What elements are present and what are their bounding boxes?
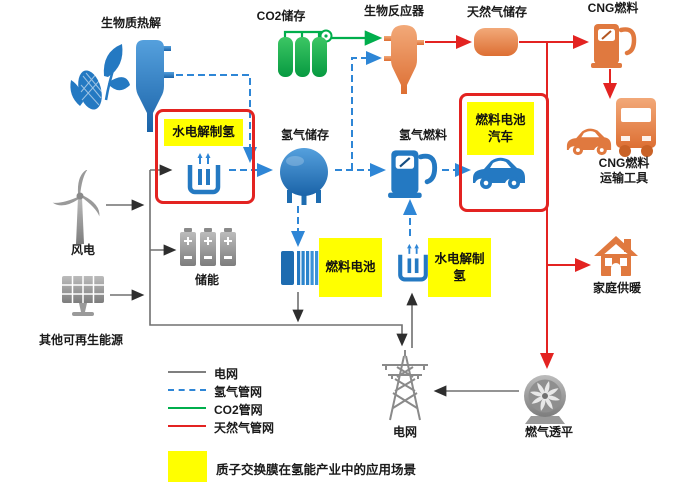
legend-label-grid: 电网 <box>214 367 239 381</box>
highlight-label-electrolysis-bottom: 水电解制 氢 <box>428 238 491 297</box>
label-co2-storage: CO2储存 <box>256 9 306 23</box>
cng-truck-icon <box>612 96 660 158</box>
fcv-label-line1: 燃料电池 <box>475 113 526 128</box>
label-energy-storage: 储能 <box>194 273 219 287</box>
cng-vehicles-line1: CNG燃料 <box>598 156 650 170</box>
label-other-renewables: 其他可再生能源 <box>38 333 123 347</box>
legend-label-hydrogen: 氢气管网 <box>214 385 263 399</box>
wire-h2line-to-bioreactor <box>351 51 382 170</box>
fuel-cell-label-text: 燃料电池 <box>325 260 376 275</box>
cng-fuel-pump-icon <box>591 20 637 68</box>
label-wind-power: 风电 <box>70 243 95 257</box>
wire-pyrolysis-to-h2line <box>176 74 257 163</box>
hydrogen-fuel-pump-icon <box>388 146 438 198</box>
pyrolysis-reactor-icon <box>126 36 174 138</box>
bioreactor-icon <box>384 20 424 100</box>
gas-turbine-icon <box>521 370 569 426</box>
fuel-cell-stack-icon <box>281 248 321 288</box>
wire-bus-to-grid-tower <box>149 170 408 347</box>
fuel-cell-car-icon <box>470 150 528 190</box>
highlight-label-electrolysis: 水电解制氢 <box>164 119 243 146</box>
cng-car-icon <box>564 122 614 156</box>
label-natural-gas-storage: 天然气储存 <box>466 5 527 19</box>
highlight-label-fuel-cell: 燃料电池 <box>319 238 382 297</box>
legend-label-co2: CO2管网 <box>214 403 263 417</box>
electrolysis-label-text: 水电解制氢 <box>172 125 235 140</box>
co2-cylinders-icon <box>276 24 334 82</box>
highlight-box-fuel-cell-vehicle <box>459 93 549 212</box>
solar-panel-icon <box>60 274 106 320</box>
label-biomass-pyrolysis: 生物质热解 <box>100 16 161 30</box>
wind-turbine-icon <box>50 169 110 248</box>
electrolysis-cell-icon <box>181 149 227 199</box>
legend-highlight-note: 质子交换膜在氢能产业中的应用场景 <box>216 463 417 477</box>
battery-storage-icon <box>180 228 236 268</box>
biomass-crop-icon <box>68 40 132 118</box>
transmission-tower-icon <box>378 348 432 422</box>
label-bioreactor: 生物反应器 <box>363 4 424 18</box>
legend-highlight-swatch <box>168 451 207 482</box>
label-hydrogen-storage: 氢气储存 <box>280 128 329 142</box>
label-home-heating: 家庭供暖 <box>592 281 641 295</box>
fcv-label-line2: 汽车 <box>487 129 513 144</box>
label-power-grid: 电网 <box>392 425 417 439</box>
electrolysis-bottom-line2: 氢 <box>453 268 466 283</box>
legend-swatch-natural-gas <box>168 425 206 427</box>
label-hydrogen-fuel: 氢气燃料 <box>398 128 447 142</box>
label-cng-fuel: CNG燃料 <box>587 1 639 15</box>
hydrogen-storage-sphere-icon <box>275 146 333 206</box>
legend-swatch-grid <box>168 371 206 373</box>
home-heating-house-icon <box>593 234 639 280</box>
electrolysis-cell-bottom-icon <box>392 238 434 288</box>
highlight-label-fuel-cell-vehicle: 燃料电池 汽车 <box>467 102 534 155</box>
highlight-box-electrolysis <box>155 109 255 204</box>
natural-gas-tank-icon <box>473 26 519 58</box>
electrolysis-bottom-line1: 水电解制 <box>434 252 485 267</box>
label-gas-turbine: 燃气透平 <box>524 425 573 439</box>
label-cng-vehicles: CNG燃料 运输工具 <box>588 156 660 186</box>
legend-swatch-hydrogen <box>168 389 206 391</box>
cng-vehicles-line2: 运输工具 <box>599 171 648 185</box>
legend-label-natural-gas: 天然气管网 <box>214 421 275 435</box>
legend-swatch-co2 <box>168 407 206 409</box>
